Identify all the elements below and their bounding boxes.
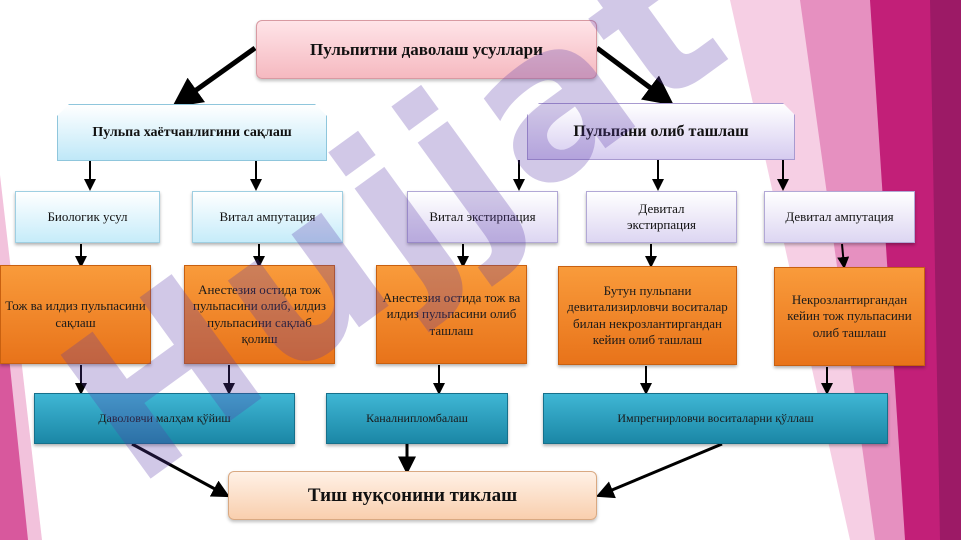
right-dark-band	[930, 0, 961, 540]
branch-preserve-pulp: Пульпа хаётчанлигини сақлаш	[57, 104, 327, 161]
step-preserve-all: Тож ва илдиз пульпасини сақлаш	[0, 265, 151, 364]
method-devital-extirpation: Девитал экстирпация	[586, 191, 737, 243]
action-impregnation: Импрегнирловчи воситаларни қўллаш	[543, 393, 888, 444]
method-vital-extirpation: Витал экстирпация	[407, 191, 558, 243]
step-devital-extirpation: Бутун пульпани девитализирловчи воситала…	[558, 266, 737, 365]
step-vital-extirpation: Анестезия остида тож ва илдиз пульпасини…	[376, 265, 527, 364]
step-devital-amputation: Некрозлантиргандан кейин тож пульпасини …	[774, 267, 925, 366]
method-devital-amputation: Девитал ампутация	[764, 191, 915, 243]
action-medicinal-paste: Даволовчи малҳам қўйиш	[34, 393, 295, 444]
diagram-title: Пульпитни даволаш усуллари	[256, 20, 597, 79]
branch-remove-pulp: Пульпани олиб ташлаш	[527, 103, 795, 160]
method-vital-amputation: Витал ампутация	[192, 191, 343, 243]
step-vital-amputation: Анестезия остида тож пульпасини олиб, ил…	[184, 265, 335, 364]
action-canal-filling: Каналнипломбалаш	[326, 393, 508, 444]
result-box: Тиш нуқсонини тиклаш	[228, 471, 597, 520]
method-biologic: Биологик усул	[15, 191, 160, 243]
